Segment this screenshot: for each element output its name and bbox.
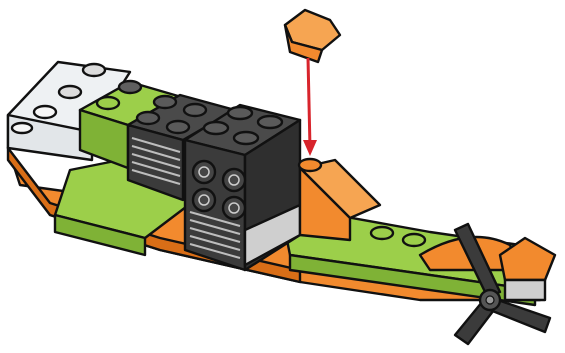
cockpit-stud-4 bbox=[234, 132, 258, 144]
green-brick-stud-2 bbox=[97, 97, 119, 109]
cockpit-stud-1 bbox=[228, 107, 252, 119]
green-stud-2 bbox=[403, 234, 425, 246]
new-orange-slope-piece bbox=[285, 10, 340, 62]
green-stud-1 bbox=[371, 227, 393, 239]
grille-stud-3 bbox=[137, 112, 159, 124]
target-stud bbox=[299, 159, 321, 171]
tail-stud-2 bbox=[59, 86, 81, 98]
tail-stud-1 bbox=[83, 64, 105, 76]
tail-stud-3 bbox=[34, 106, 56, 118]
grille-stud-4 bbox=[167, 121, 189, 133]
dark-cockpit-brick bbox=[185, 105, 300, 270]
nose-gray-block bbox=[505, 280, 545, 300]
arrow-down-icon bbox=[303, 58, 317, 156]
tail-stud-4 bbox=[12, 123, 32, 133]
green-brick-stud-1 bbox=[119, 81, 141, 93]
cockpit-stud-3 bbox=[204, 122, 228, 134]
grille-stud-2 bbox=[184, 104, 206, 116]
cockpit-stud-2 bbox=[258, 116, 282, 128]
grille-stud-1 bbox=[154, 96, 176, 108]
